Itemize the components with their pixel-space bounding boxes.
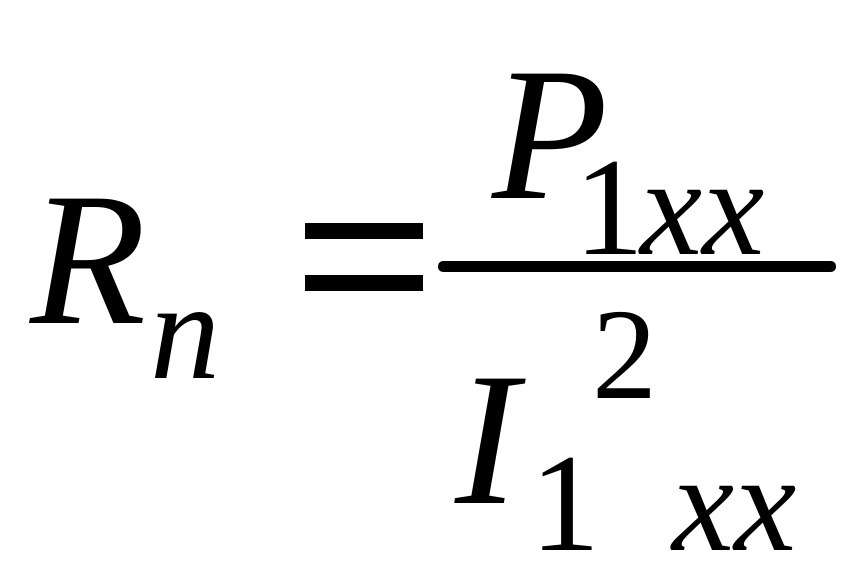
fraction-bar bbox=[438, 261, 836, 272]
equals-sign-top-bar bbox=[305, 223, 423, 239]
numerator-subscript-letters: xx bbox=[640, 130, 765, 285]
denominator-superscript: 2 bbox=[592, 283, 657, 427]
denominator-subscript-digit: 1 bbox=[530, 426, 600, 577]
lhs-variable: R bbox=[30, 155, 147, 365]
lhs-subscript: n bbox=[150, 254, 220, 409]
equals-sign-bottom-bar bbox=[305, 275, 423, 291]
numerator-subscript-digit: 1 bbox=[574, 130, 644, 285]
numerator-variable: P bbox=[492, 30, 609, 240]
denominator-subscript-letters: xx bbox=[672, 426, 797, 577]
denominator-variable: I bbox=[455, 335, 519, 545]
